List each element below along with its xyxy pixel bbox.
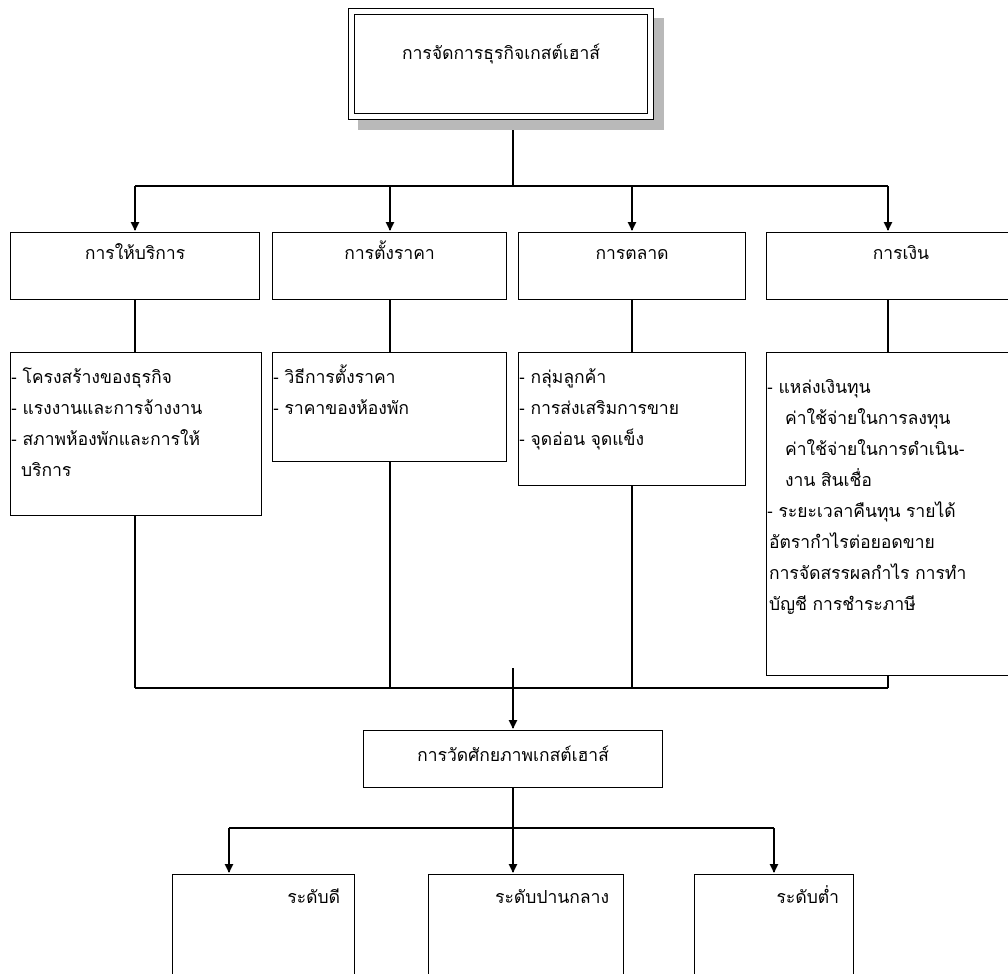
detail-item: - แรงงานและการจ้างงาน <box>11 399 203 419</box>
detail-item: - จุดอ่อน จุดแข็ง <box>519 430 645 450</box>
detail-item: - วิธีการตั้งราคา <box>273 368 396 388</box>
detail-box-marketing: - กลุ่มลูกค้า - การส่งเสริมการขาย - จุดอ… <box>518 352 746 486</box>
detail-item: - โครงสร้างของธุรกิจ <box>11 368 172 388</box>
title-box: การจัดการธุรกิจเกสต์เฮาส์ <box>348 8 654 120</box>
detail-box-finance: - แหล่งเงินทุน ค่าใช้จ่ายในการลงทุน ค่าใ… <box>766 352 1008 676</box>
level-label: ระดับปานกลาง <box>495 888 609 908</box>
level-box-low: ระดับต่ำ <box>694 874 854 974</box>
category-label: การตั้งราคา <box>344 244 435 264</box>
detail-item: งาน สินเชื่อ <box>785 471 872 491</box>
level-label: ระดับดี <box>287 888 340 908</box>
detail-item: บริการ <box>21 461 72 481</box>
detail-item: - ระยะเวลาคืนทุน รายได้ <box>767 502 956 522</box>
level-label: ระดับต่ำ <box>776 888 839 908</box>
measure-box: การวัดศักยภาพเกสต์เฮาส์ <box>363 730 663 788</box>
detail-item: ค่าใช้จ่ายในการดำเนิน- <box>785 440 965 460</box>
title-text: การจัดการธุรกิจเกสต์เฮาส์ <box>402 44 600 64</box>
detail-item: อัตรากำไรต่อยอดขาย <box>769 533 935 553</box>
title-inner-frame: การจัดการธุรกิจเกสต์เฮาส์ <box>354 14 648 114</box>
category-box-finance: การเงิน <box>766 232 1008 300</box>
category-label: การให้บริการ <box>84 244 186 264</box>
detail-item: การจัดสรรผลกำไร การทำ <box>769 564 967 584</box>
category-label: การเงิน <box>872 244 929 264</box>
detail-item: บัญชี การชำระภาษี <box>769 595 916 615</box>
detail-item: - การส่งเสริมการขาย <box>519 399 679 419</box>
measure-label: การวัดศักยภาพเกสต์เฮาส์ <box>417 746 609 766</box>
level-box-good: ระดับดี <box>172 874 355 974</box>
detail-box-service: - โครงสร้างของธุรกิจ - แรงงานและการจ้างง… <box>10 352 262 516</box>
detail-item: - สภาพห้องพักและการให้ <box>11 430 201 450</box>
category-label: การตลาด <box>595 244 669 264</box>
detail-box-pricing: - วิธีการตั้งราคา - ราคาของห้องพัก <box>272 352 507 462</box>
detail-item: - กลุ่มลูกค้า <box>519 368 607 388</box>
detail-item: - ราคาของห้องพัก <box>273 399 409 419</box>
category-box-service: การให้บริการ <box>10 232 260 300</box>
level-box-medium: ระดับปานกลาง <box>428 874 624 974</box>
category-box-pricing: การตั้งราคา <box>272 232 507 300</box>
category-box-marketing: การตลาด <box>518 232 746 300</box>
detail-item: ค่าใช้จ่ายในการลงทุน <box>785 409 951 429</box>
detail-item: - แหล่งเงินทุน <box>767 378 871 398</box>
